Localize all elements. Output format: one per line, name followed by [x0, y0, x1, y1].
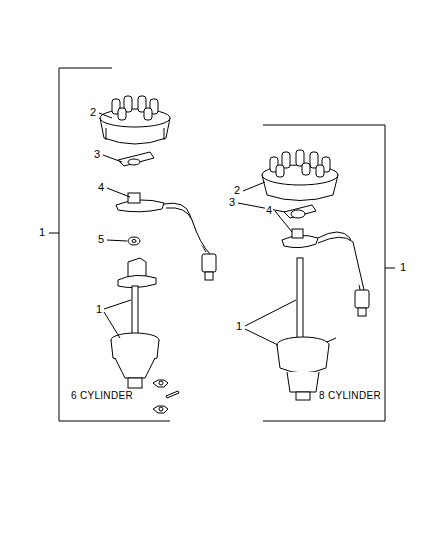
leader-line	[99, 113, 296, 345]
callout-number: 1	[38, 227, 46, 238]
rotor	[284, 205, 316, 218]
callout-number: 4	[265, 205, 273, 216]
pickup-plate	[116, 193, 216, 280]
callout-number: 4	[97, 182, 105, 193]
distributor-housing	[111, 333, 159, 388]
group-label: 8 CYLINDER	[318, 391, 382, 401]
callout-number: 1	[235, 321, 243, 332]
distributor-cap	[100, 96, 170, 144]
callout-number: 5	[97, 234, 105, 245]
rotor	[118, 152, 154, 166]
group-label: 6 CYLINDER	[70, 391, 134, 401]
callout-number: 3	[228, 197, 236, 208]
distributor-cap	[262, 150, 338, 201]
pin	[166, 391, 179, 398]
distributor-shaft	[297, 258, 303, 338]
callout-number: 1	[399, 262, 407, 273]
washer	[128, 237, 140, 245]
distributor-shaft	[118, 258, 156, 336]
callout-number: 1	[95, 304, 103, 315]
callout-number: 2	[89, 107, 97, 118]
group-bracket	[49, 68, 170, 421]
callout-number: 2	[233, 185, 241, 196]
callout-number: 3	[93, 149, 101, 160]
pickup-plate	[282, 229, 369, 316]
group-bracket	[263, 125, 395, 421]
